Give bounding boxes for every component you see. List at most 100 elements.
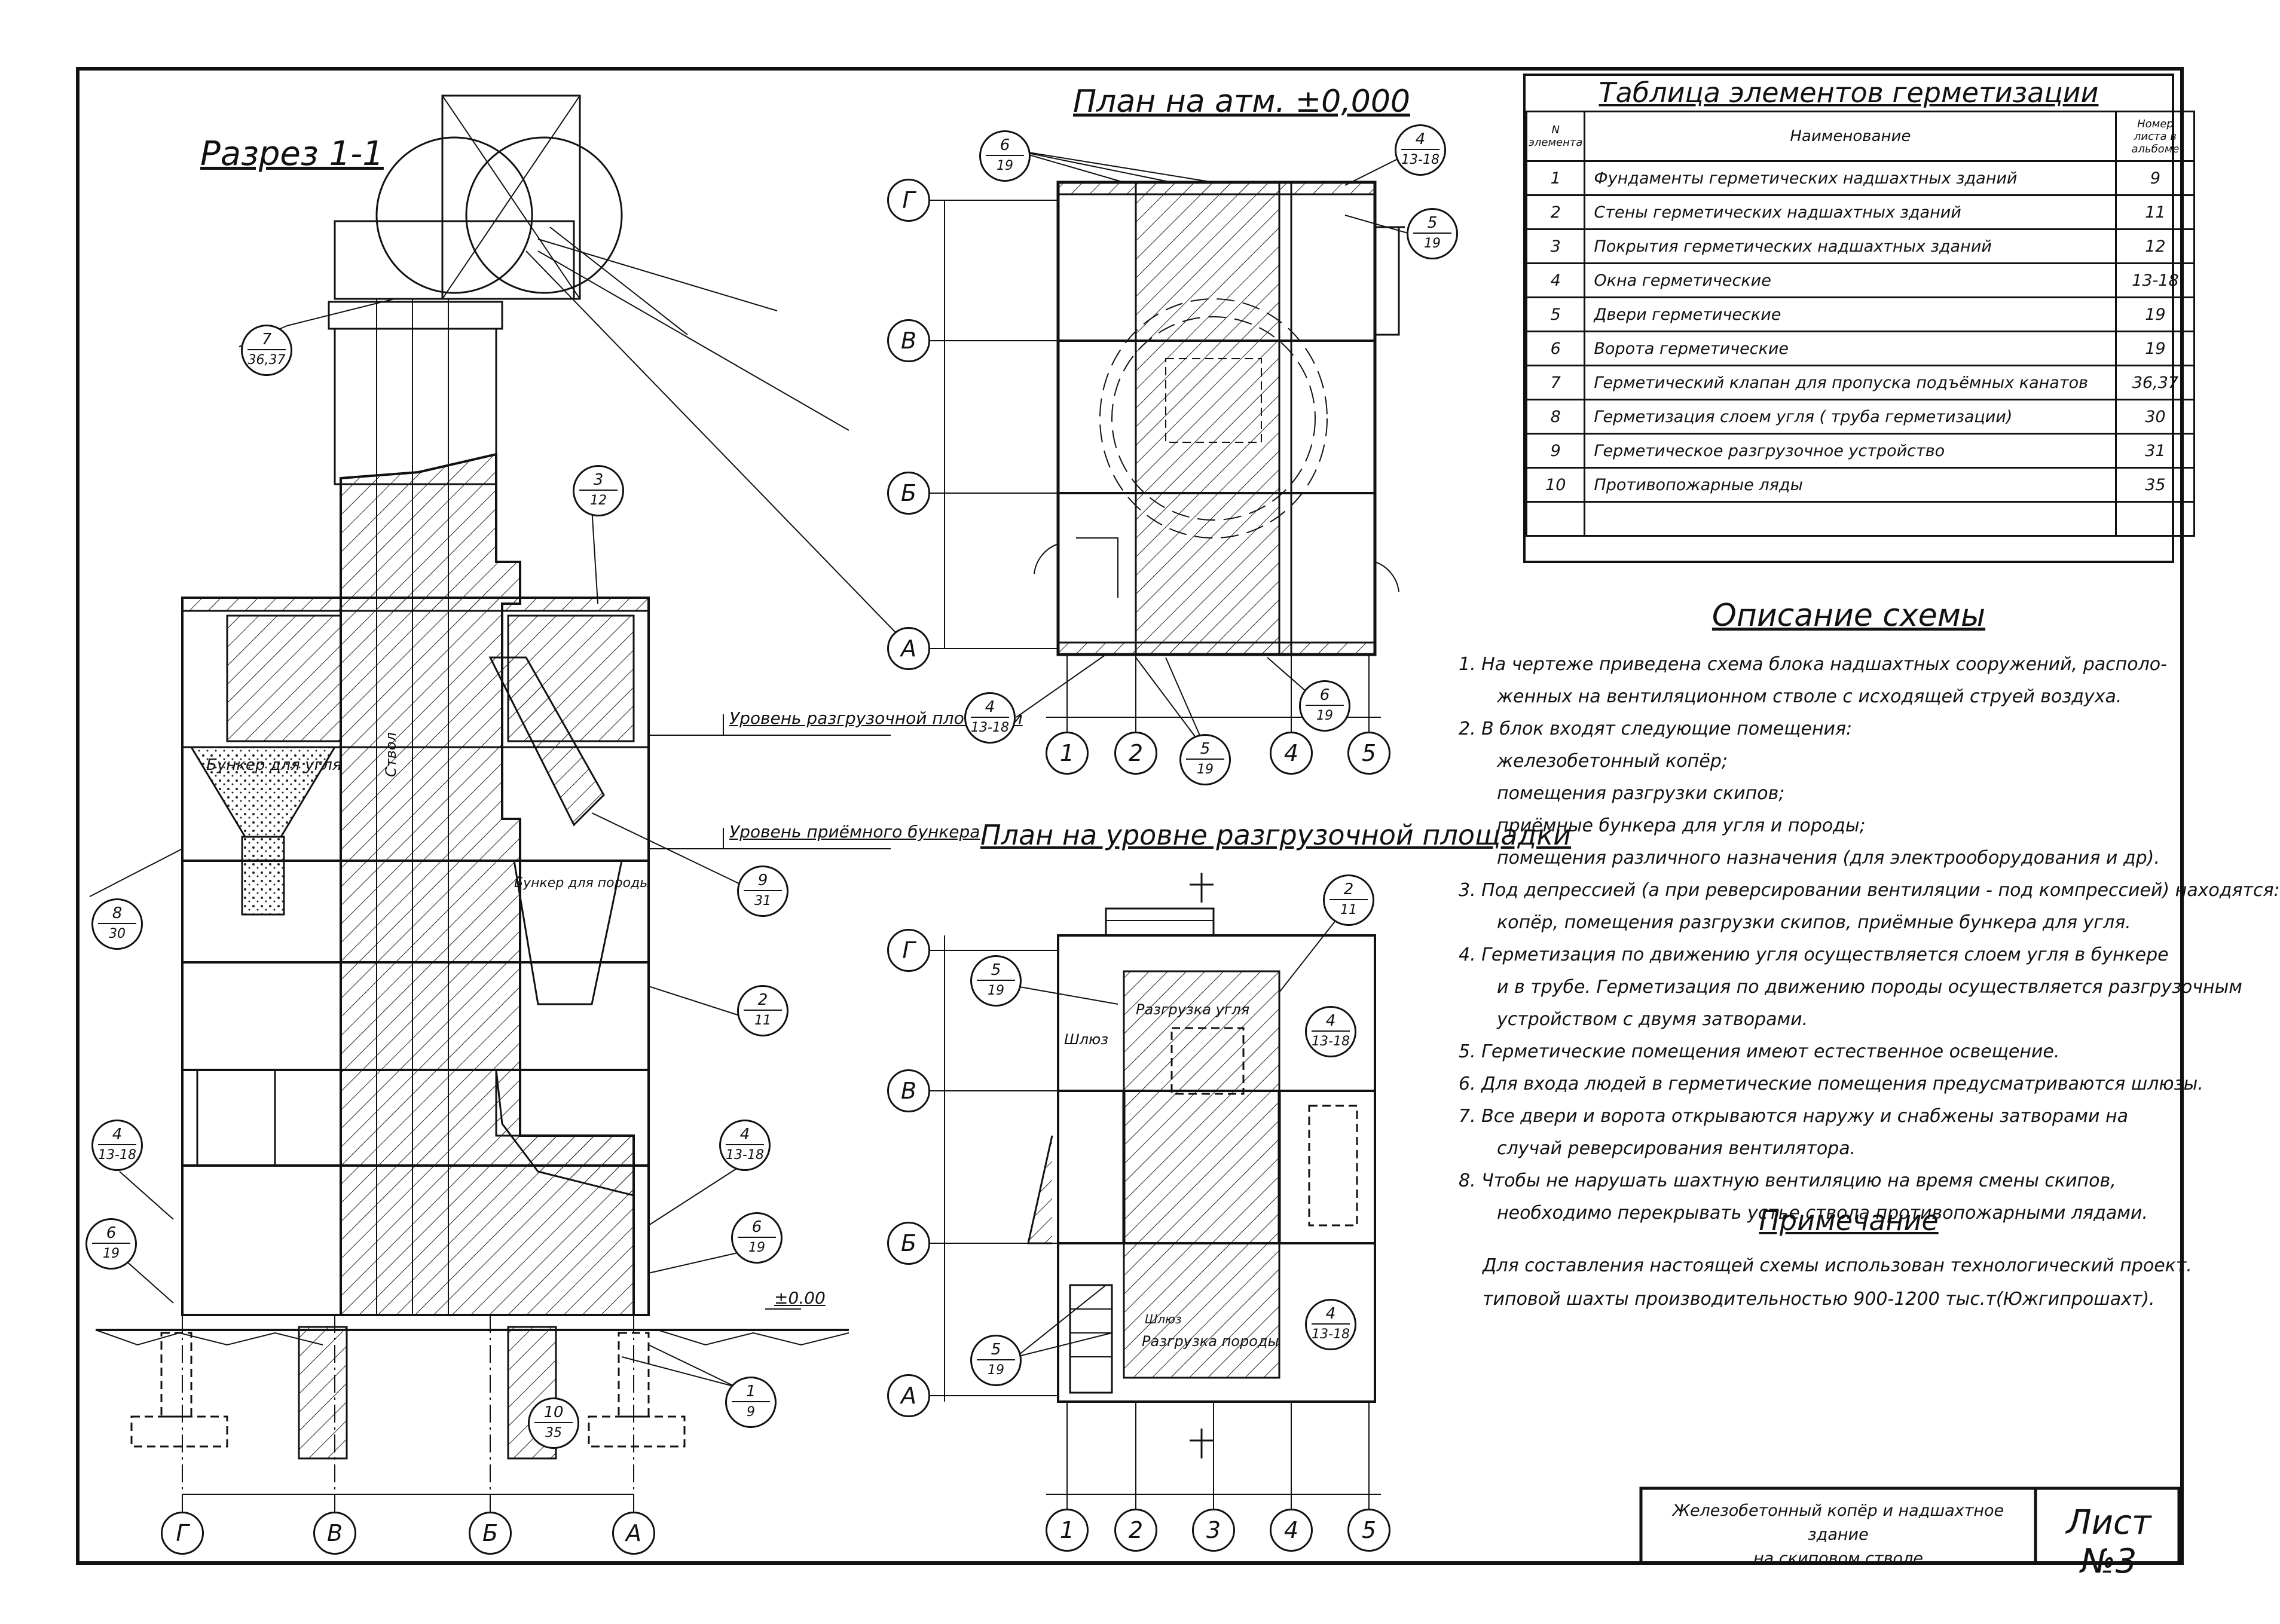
seal-table: N элемента Наименование Номер листа в ал… <box>1525 111 2196 537</box>
plan-platform-col-axis: 4 <box>1270 1509 1313 1552</box>
airlock-label-2: Шлюз <box>1145 1312 1182 1326</box>
row-sheet <box>2115 501 2196 537</box>
callout-element: 4 <box>98 1121 136 1145</box>
col-number-header: N элемента <box>1525 111 1586 162</box>
callout-sheet: 31 <box>754 894 771 909</box>
callout-element: 6 <box>1306 682 1344 706</box>
row-number: 8 <box>1525 399 1586 435</box>
stamp-caption-line1: Железобетонный копёр и надшахтное здание <box>1672 1501 2004 1544</box>
row-name: Окна герметические <box>1584 262 2117 298</box>
section-axis-bubble: В <box>313 1512 356 1555</box>
table-title: Таблица элементов герметизации <box>1599 77 2099 109</box>
shaft-label: Ствол <box>383 732 399 777</box>
callout-element: 1 <box>732 1378 770 1402</box>
section-axis-bubble: А <box>612 1512 655 1555</box>
callout-sheet: 19 <box>988 983 1004 998</box>
description-line: необходимо перекрывать устье ствола прот… <box>1497 1203 2148 1224</box>
callout-sheet: 19 <box>748 1240 765 1255</box>
callout-element: 6 <box>738 1214 776 1238</box>
description-line: 8. Чтобы не нарушать шахтную вентиляцию … <box>1459 1170 2116 1191</box>
row-sheet: 30 <box>2115 399 2196 435</box>
description-line: женных на вентиляционном стволе с исходя… <box>1497 686 2122 707</box>
row-name <box>1584 501 2117 537</box>
callout-reference: 4 13-18 <box>719 1120 771 1171</box>
plan-platform-row-axis: А <box>887 1374 930 1417</box>
description-line: 4. Герметизация по движению угля осущест… <box>1459 944 2169 965</box>
stamp-caption: Железобетонный копёр и надшахтное здание… <box>1647 1499 2030 1571</box>
plan-ground-row-axis: В <box>887 319 930 362</box>
table-row <box>1525 501 2196 537</box>
description-line: железобетонный копёр; <box>1497 751 1728 772</box>
note-line-1: Для составления настоящей схемы использо… <box>1483 1255 2192 1276</box>
row-number <box>1525 501 1586 537</box>
plan-platform-title: План на уровне разгрузочной площадки <box>980 819 1572 851</box>
row-sheet: 13-18 <box>2115 262 2196 298</box>
description-line: 6. Для входа людей в герметические помещ… <box>1459 1074 2203 1094</box>
callout-sheet: 13-18 <box>98 1148 136 1163</box>
sheet-number: Лист №3 <box>2066 1503 2151 1581</box>
callout-element: 5 <box>977 1336 1015 1360</box>
callout-sheet: 13-18 <box>726 1148 764 1163</box>
note-title: Примечание <box>1759 1204 1939 1237</box>
section-1-1 <box>89 94 897 1530</box>
unloading-rock-label: Разгрузка породы <box>1142 1333 1279 1350</box>
row-sheet: 11 <box>2115 194 2196 230</box>
row-name: Покрытия герметических надшахтных зданий <box>1584 228 2117 264</box>
callout-element: 6 <box>92 1220 130 1244</box>
callout-element: 5 <box>1186 736 1224 760</box>
row-number: 6 <box>1525 331 1586 366</box>
note-line-2: типовой шахты производительностью 900-12… <box>1483 1289 2155 1310</box>
callout-reference: 4 13-18 <box>1305 1006 1356 1057</box>
callout-sheet: 30 <box>109 926 126 941</box>
callout-element: 9 <box>744 867 782 891</box>
plan-platform <box>921 873 1381 1524</box>
table-header-row: N элемента Наименование Номер листа в ал… <box>1525 111 2196 162</box>
description-line: приёмные бункера для угля и породы; <box>1497 815 1866 836</box>
row-name: Двери герметические <box>1584 296 2117 332</box>
callout-sheet: 13-18 <box>1312 1327 1350 1342</box>
callout-sheet: 19 <box>103 1246 120 1261</box>
description-line: помещения разгрузки скипов; <box>1497 783 1785 804</box>
description-line: 7. Все двери и ворота открываются наружу… <box>1459 1106 2128 1127</box>
row-sheet: 12 <box>2115 228 2196 264</box>
callout-sheet: 36,37 <box>247 353 286 368</box>
plan-platform-row-axis: Б <box>887 1222 930 1265</box>
row-number: 1 <box>1525 160 1586 196</box>
callout-element: 7 <box>247 326 286 350</box>
plan-platform-row-axis: В <box>887 1069 930 1112</box>
row-number: 4 <box>1525 262 1586 298</box>
callout-element: 6 <box>986 132 1024 156</box>
plan-platform-col-axis: 2 <box>1114 1509 1157 1552</box>
callout-sheet: 13-18 <box>1312 1034 1350 1049</box>
callout-element: 5 <box>1413 210 1451 234</box>
row-name: Фундаменты герметических надшахтных здан… <box>1584 160 2117 196</box>
plan-ground-row-axis: Б <box>887 472 930 515</box>
description-title: Описание схемы <box>1711 598 1986 634</box>
callout-sheet: 19 <box>1197 762 1214 777</box>
note-body: Для составления настоящей схемы использо… <box>1483 1249 2192 1316</box>
row-name: Противопожарные ляды <box>1584 467 2117 503</box>
plan-platform-col-axis: 5 <box>1347 1509 1390 1552</box>
description-line: помещения различного назначения (для эле… <box>1497 848 2160 868</box>
plan-ground-title: План на атм. ±0,000 <box>1073 84 1411 120</box>
section-axis-bubble: Б <box>469 1512 512 1555</box>
callout-element: 4 <box>1312 1008 1350 1032</box>
description-line: 5. Герметические помещения имеют естеств… <box>1459 1041 2060 1062</box>
callout-sheet: 9 <box>747 1405 755 1420</box>
callout-element: 4 <box>726 1121 764 1145</box>
callout-sheet: 13-18 <box>971 720 1009 735</box>
row-number: 7 <box>1525 365 1586 400</box>
